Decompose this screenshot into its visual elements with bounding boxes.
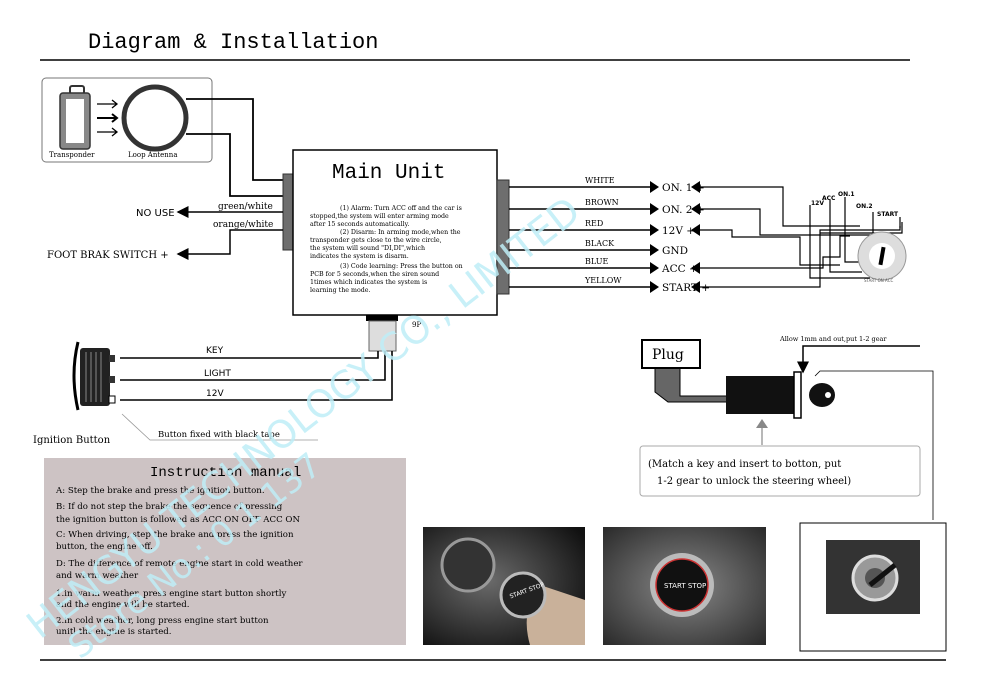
terminal-label: START + (662, 282, 710, 294)
callout-box (639, 445, 921, 497)
allow-arrow (797, 345, 920, 374)
wire-arrow-icon (650, 181, 659, 193)
instruction-manual-title: Instruction manual (150, 465, 301, 481)
note-line: (1) Alarm: Turn ACC off and the car is (340, 205, 462, 212)
wire-color-label: BLUE (585, 257, 608, 266)
foot-brake-wire (176, 229, 283, 260)
wire-arrow-icon (650, 224, 659, 236)
wire-color-label: YELLOW (584, 276, 622, 285)
green-white-label: green/white (218, 202, 273, 212)
wire-arrow-icon (650, 281, 659, 293)
page-title: Diagram & Installation (88, 30, 378, 55)
manual-line: D: The difference of remote engine start… (56, 559, 303, 569)
terminal-label: 12V + (662, 225, 695, 237)
button-wires (120, 351, 393, 401)
antenna-wires (186, 98, 283, 197)
tape-leader-line (121, 413, 318, 441)
photo-start-stop-button: START STOP (603, 527, 766, 645)
note-line: indicates the system is disarm. (310, 253, 409, 260)
instruction-lines: A: Step the brake and press the ignition… (55, 486, 303, 637)
main-unit-notes: (1) Alarm: Turn ACC off and the car is s… (310, 205, 463, 294)
switch-label-12v: 12V (811, 200, 824, 207)
signal-arrows-icon (97, 99, 119, 137)
switch-label-acc: ACC (822, 195, 836, 202)
instruction-manual-panel (44, 458, 406, 645)
no-use-label: NO USE (136, 208, 175, 219)
wire-color-label: BROWN (585, 198, 619, 207)
ignition-switch: 12V ACC ON.1 ON.2 START START ON ACC (700, 186, 907, 288)
manual-line: and warm weather (56, 571, 139, 581)
manual-line: 2.in cold weather, long press engine sta… (56, 616, 269, 626)
photo-finger-pressing-button: START STOP (423, 527, 585, 645)
switch-label-start: START (877, 211, 899, 218)
note-line: transponder gets close to the wire circl… (310, 237, 442, 244)
lock-cylinder (726, 376, 796, 414)
switch-label-on2: ON.2 (856, 203, 873, 210)
switch-dial-text: START ON ACC (864, 278, 893, 283)
manual-line: A: Step the brake and press the ignition… (55, 486, 265, 496)
output-wires: WHITE ON. 1 + BROWN ON. 2 + RED 12V + BLACK GND… (509, 176, 710, 294)
wire-color-label: RED (585, 219, 603, 228)
manual-line: B: If do not step the brake the sequence… (56, 502, 283, 512)
terminal-arrow-icon (691, 181, 700, 193)
antenna-label: Loop Antenna (128, 151, 178, 159)
terminal-label: ON. 1 + (662, 182, 705, 194)
ignition-button-icon (72, 341, 116, 411)
lock-flange (793, 371, 802, 419)
note-line: (3) Code learning: Press the button on (340, 263, 463, 270)
manual-line: 1.in warm weather, press engine start bu… (56, 589, 287, 599)
plug-box (641, 339, 701, 369)
wire-arrow-icon (650, 262, 659, 274)
9p-connector-top (366, 315, 398, 321)
9p-label: 9P (412, 321, 421, 329)
light-wire-label: LIGHT (204, 369, 231, 379)
wire-arrow-icon (650, 203, 659, 215)
switch-label-on1: ON.1 (838, 191, 855, 198)
manual-line: the ignition button is followed as ACC O… (56, 515, 300, 525)
right-connector (496, 179, 510, 295)
plug-label: Plug (652, 347, 684, 363)
12v-wire-label: 12V (206, 389, 224, 399)
photo-ignition-lock (799, 522, 947, 652)
ignition-button-label: Ignition Button (33, 435, 111, 446)
note-line: the system will sound "DI,DI",which (310, 245, 425, 252)
callout-line: 1-2 gear to unlock the steering wheel) (657, 476, 851, 487)
transponder-icon (59, 85, 91, 150)
manual-line: unitl the engine is started. (56, 627, 172, 637)
key-head-icon (809, 383, 835, 407)
terminal-arrow-icon (691, 203, 700, 215)
9p-connector (368, 320, 397, 352)
allow-note: Allow 1mm and out,put 1-2 gear (779, 335, 887, 343)
wire-color-label: WHITE (585, 176, 615, 185)
note-line: 1times which indicates the system is (310, 279, 427, 286)
foot-brake-label: FOOT BRAK SWITCH + (47, 250, 169, 261)
key-wire-label: KEY (206, 346, 224, 356)
transponder-label: Transponder (49, 151, 95, 159)
orange-white-label: orange/white (213, 220, 273, 230)
main-unit-title: Main Unit (332, 162, 445, 185)
note-line: PCB for 5 seconds,when the siren sound (310, 271, 439, 278)
terminal-label: ACC + (661, 263, 698, 275)
manual-line: and the engine will be started. (56, 600, 189, 610)
terminal-label: GND (662, 245, 688, 257)
manual-line: C: When driving, step the brake and pres… (56, 530, 294, 540)
terminal-arrow-icon (691, 281, 700, 293)
terminal-arrow-icon (691, 262, 700, 274)
photo-button-text: START STOP (664, 582, 706, 590)
note-line: learning the mode. (310, 287, 371, 294)
terminal-label: ON. 2 + (662, 204, 705, 216)
wire-color-label: BLACK (585, 239, 615, 248)
note-line: (2) Disarm: In arming mode,when the (340, 229, 461, 236)
wire-arrow-icon (650, 244, 659, 256)
note-line: stopped,the system will enter arming mod… (310, 213, 449, 220)
photo-leader-line (814, 370, 934, 520)
tape-note: Button fixed with black tape (158, 430, 280, 440)
loop-antenna-icon (121, 84, 189, 152)
callout-line: (Match a key and insert to botton, put (648, 459, 841, 470)
plug-cable (654, 367, 731, 403)
note-line: after 15 seconds automatically. (310, 221, 409, 228)
terminal-arrow-icon (691, 224, 700, 236)
manual-line: button, the engine off. (56, 542, 153, 552)
